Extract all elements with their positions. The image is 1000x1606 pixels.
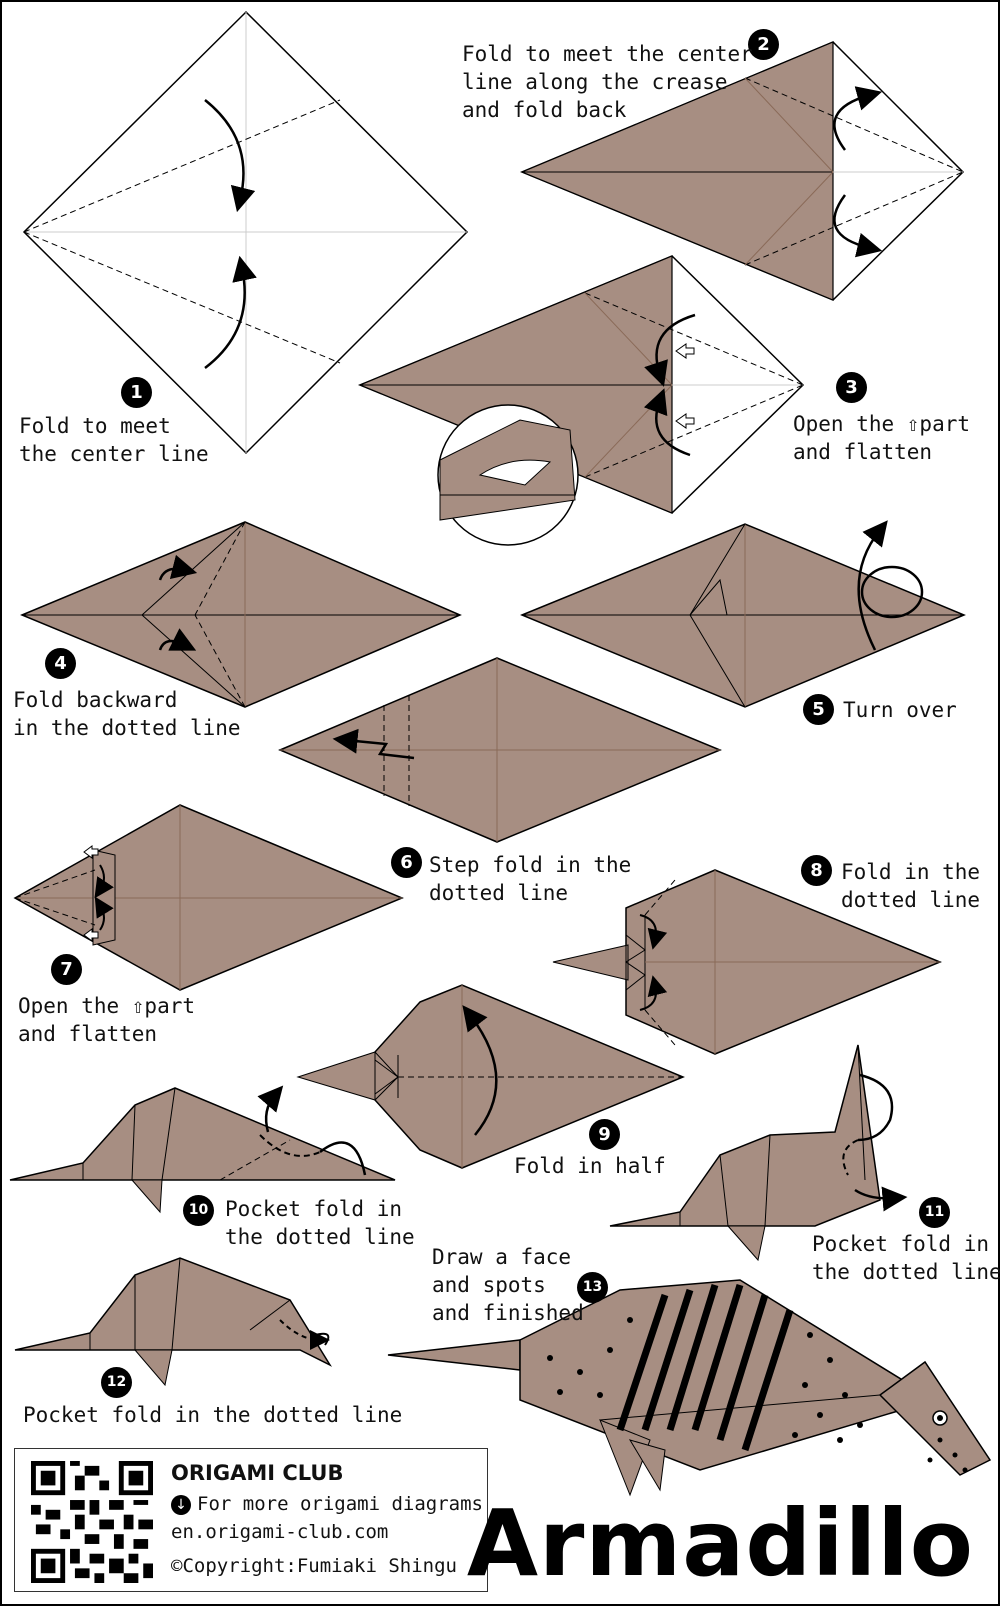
step-12-diagram	[14, 1257, 333, 1387]
step-6-diagram	[278, 657, 722, 843]
step-7-number: 7	[51, 954, 82, 985]
more-diagrams-text: For more origami diagrams	[197, 1493, 483, 1515]
step-9-caption: Fold in half	[514, 1154, 666, 1178]
armadillo-finished-diagram	[387, 1279, 992, 1497]
step-11-caption: Pocket fold in the dotted line	[812, 1232, 1000, 1284]
step-4-caption: Fold backward in the dotted line	[13, 688, 241, 740]
step-5-diagram	[520, 520, 966, 708]
credit-box: ORIGAMI CLUB ↓ For more origami diagrams…	[14, 1448, 488, 1592]
qr-code[interactable]	[31, 1461, 153, 1583]
down-arrow-icon: ↓	[171, 1495, 191, 1515]
step-11-number: 11	[919, 1197, 950, 1228]
step-8-number: 8	[801, 855, 832, 886]
step-12-caption: Pocket fold in the dotted line	[23, 1403, 403, 1427]
club-name: ORIGAMI CLUB	[171, 1461, 344, 1485]
step-12-number: 12	[101, 1367, 132, 1398]
step-9-diagram	[296, 984, 685, 1169]
step-5-caption: Turn over	[843, 698, 957, 722]
step-8-diagram	[552, 869, 942, 1055]
step-1-diagram	[22, 10, 469, 455]
step-4-diagram	[20, 521, 462, 708]
step-7-diagram	[13, 804, 404, 991]
step-2-number: 2	[748, 29, 779, 60]
step-8-caption: Fold in the dotted line	[841, 860, 981, 912]
step-10-number: 10	[183, 1195, 214, 1226]
step-2-caption: Fold to meet the center line along the c…	[462, 42, 753, 122]
step-5-number: 5	[803, 694, 834, 725]
page-title: Armadillo	[466, 1490, 974, 1597]
step-3-number: 3	[836, 372, 867, 403]
step-4-number: 4	[45, 648, 76, 679]
step-6-caption: Step fold in the dotted line	[429, 853, 632, 905]
step-9-number: 9	[589, 1119, 620, 1150]
step-3-diagram	[358, 255, 805, 546]
step-2-diagram	[520, 41, 965, 301]
step-13-caption: Draw a face and spots and finished	[432, 1245, 584, 1325]
step-3-caption: Open the ⇧part and flatten	[793, 412, 971, 464]
step-10-diagram	[9, 1085, 396, 1214]
copyright-text: ©Copyright:Fumiaki Shingu	[171, 1555, 457, 1577]
step-1-number: 1	[121, 377, 152, 408]
step-13-number: 13	[577, 1272, 608, 1303]
step-10-caption: Pocket fold in the dotted line	[225, 1197, 415, 1249]
site-link[interactable]: en.origami-club.com	[171, 1521, 389, 1543]
step-1-caption: Fold to meet the center line	[19, 414, 209, 466]
step-7-caption: Open the ⇧part and flatten	[18, 994, 196, 1046]
step-6-number: 6	[391, 847, 422, 878]
step-11-diagram	[609, 1044, 908, 1262]
